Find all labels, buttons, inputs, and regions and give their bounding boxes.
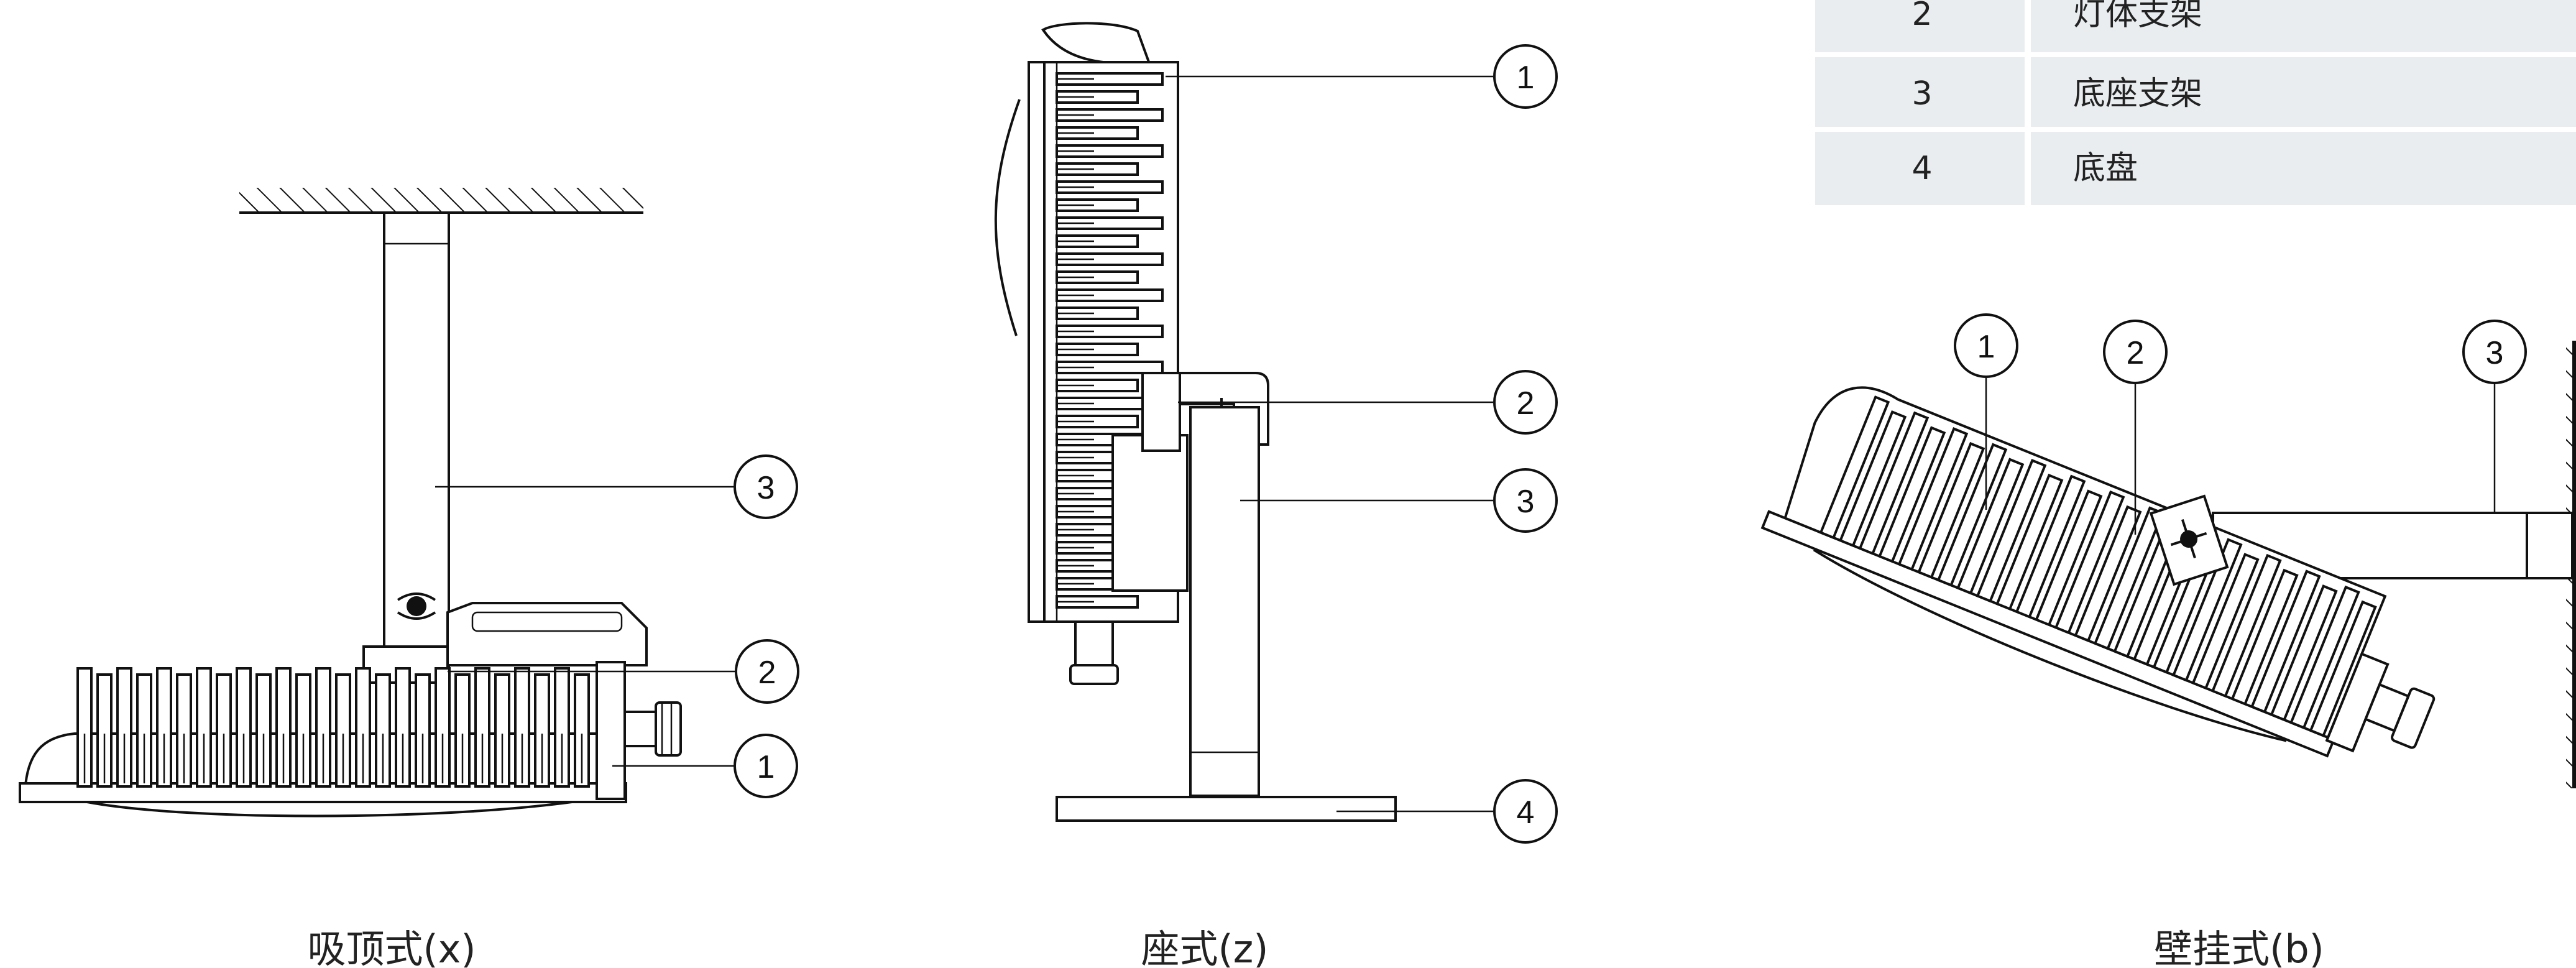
view-caption: 座式(z) [1141, 926, 1269, 968]
ceiling-heat-sink-fins [76, 667, 590, 788]
callout-label: 2 [1517, 385, 1535, 422]
callout-label: 3 [2486, 335, 2504, 371]
callout-label: 1 [1977, 329, 1995, 365]
callout-circle [1493, 468, 1558, 533]
callout-label: 1 [757, 749, 775, 785]
seat-mount-view: 1 2 3 4 座式(z) [994, 22, 1558, 968]
callout: 3 [435, 454, 798, 519]
parts-table-row: 3 底座支架 [1911, 75, 2202, 113]
callout-circle [1954, 313, 2018, 378]
parts-no: 2 [1911, 0, 1932, 33]
parts-name: 底座支架 [2073, 75, 2202, 113]
parts-table-row: 2 灯体支架 [1911, 0, 2202, 33]
view-caption: 壁挂式(b) [2154, 926, 2324, 968]
callout-circle [2462, 320, 2527, 384]
wall [2572, 341, 2576, 788]
callout-label: 1 [1517, 60, 1535, 96]
ceiling-hatch [239, 188, 643, 213]
callout-circle [1493, 44, 1558, 109]
parts-no: 4 [1911, 150, 1932, 187]
callout-circle [734, 454, 798, 519]
callout: 4 [1336, 779, 1558, 844]
callout: 1 [612, 734, 798, 798]
callout: 1 [1954, 313, 2018, 510]
callout-label: 2 [758, 655, 776, 691]
callout-circle [1493, 370, 1558, 435]
callout: 2 [1178, 370, 1558, 435]
callout-label: 2 [2127, 335, 2145, 371]
seat-post [1189, 406, 1260, 797]
parts-name: 底盘 [2073, 150, 2138, 187]
callout: 3 [1240, 468, 1558, 533]
parts-no: 3 [1911, 75, 1932, 113]
callout-circle [2103, 320, 2168, 384]
callout-label: 3 [1517, 484, 1535, 520]
callout-label: 3 [757, 470, 775, 506]
callout-label: 4 [1517, 795, 1535, 831]
callout-circle [1493, 779, 1558, 844]
seat-base-plate [1056, 796, 1397, 822]
callout-circle [734, 734, 798, 798]
callout-circle [735, 639, 799, 704]
parts-table-row: 4 底盘 [1911, 150, 2138, 187]
parts-name: 灯体支架 [2073, 0, 2202, 33]
callout: 3 [2462, 320, 2527, 513]
callout: 1 [1166, 44, 1558, 109]
wall-mount-view: 1 2 3 壁挂式(b) [1760, 313, 2576, 968]
parts-table: 2 灯体支架 3 底座支架 4 底盘 [1815, 0, 2576, 205]
parts-table-bg [1815, 0, 2576, 205]
callout: 2 [448, 639, 799, 704]
seat-heat-sink-fins [1056, 72, 1164, 609]
ceiling-mount-view: 3 2 1 吸顶式(x) [19, 188, 799, 968]
view-caption: 吸顶式(x) [307, 926, 476, 968]
callout: 2 [2103, 320, 2168, 535]
bolt-icon [407, 596, 426, 616]
